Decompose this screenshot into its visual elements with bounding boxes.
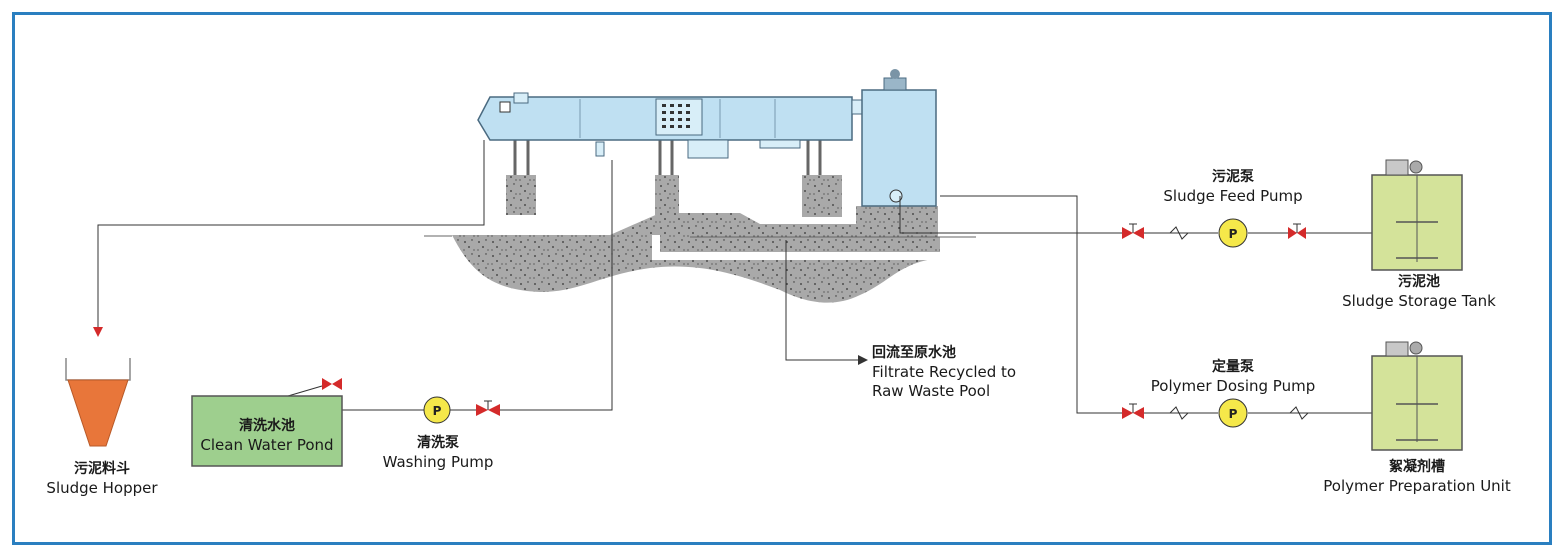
label-zh: 絮凝剂槽: [1389, 459, 1445, 475]
valve-dosing-inlet: [1122, 403, 1144, 419]
label-zh: 清洗水池: [239, 418, 295, 434]
label-en: Washing Pump: [382, 453, 494, 471]
arrow-to-filtrate-icon: [858, 355, 868, 365]
check-valve-dosing-2: [1289, 406, 1309, 420]
label-zh: 污泥料斗: [74, 461, 130, 477]
washing-pump-label: 清洗泵 Washing Pump: [370, 434, 506, 472]
washing-pump-symbol: P: [423, 396, 451, 424]
filtrate-recycle-label: 回流至原水池 Filtrate Recycled to Raw Waste Po…: [872, 344, 1016, 401]
valve-feed-inlet: [1122, 223, 1144, 239]
label-en: Sludge Storage Tank: [1342, 292, 1496, 310]
label-zh: 回流至原水池: [872, 345, 956, 361]
clean-water-pond: [191, 395, 343, 467]
label-en: Polymer Dosing Pump: [1150, 377, 1316, 395]
valve-pond-inlet: [322, 378, 342, 390]
pump-letter: P: [433, 404, 442, 418]
sludge-storage-tank: [1371, 159, 1463, 271]
polymer-dosing-pump-label: 定量泵 Polymer Dosing Pump: [1138, 358, 1328, 396]
label-zh: 清洗泵: [417, 435, 459, 451]
label-en-line2: Raw Waste Pool: [872, 382, 991, 400]
label-en: Polymer Preparation Unit: [1323, 477, 1511, 495]
polymer-dosing-pump-symbol: P: [1218, 398, 1248, 428]
check-valve-feed: [1169, 226, 1189, 240]
pump-letter: P: [1229, 407, 1238, 421]
dewatering-machine: [477, 69, 937, 207]
sludge-feed-pump-symbol: P: [1218, 218, 1248, 248]
concrete-foundation: [424, 175, 976, 303]
label-en: Sludge Hopper: [46, 479, 158, 497]
sludge-storage-tank-label: 污泥池 Sludge Storage Tank: [1334, 273, 1504, 311]
label-zh: 污泥泵: [1212, 169, 1254, 185]
label-zh: 定量泵: [1212, 359, 1254, 375]
label-zh: 污泥池: [1398, 274, 1440, 290]
label-en-line1: Filtrate Recycled to: [872, 363, 1017, 381]
label-en: Clean Water Pond: [200, 436, 334, 454]
valve-washing: [476, 400, 500, 416]
piping: [97, 140, 1372, 414]
polymer-preparation-unit-label: 絮凝剂槽 Polymer Preparation Unit: [1310, 458, 1524, 496]
label-en: Sludge Feed Pump: [1163, 187, 1303, 205]
arrow-to-hopper-icon: [93, 327, 103, 337]
sludge-hopper-label: 污泥料斗 Sludge Hopper: [30, 460, 174, 498]
clean-water-pond-label: 清洗水池 Clean Water Pond: [188, 417, 346, 455]
polymer-preparation-tank: [1371, 341, 1463, 451]
sludge-feed-pump-label: 污泥泵 Sludge Feed Pump: [1150, 168, 1316, 206]
check-valve-dosing-1: [1169, 406, 1189, 420]
sludge-hopper: [65, 358, 131, 447]
valve-feed-outlet: [1288, 223, 1306, 239]
pump-letter: P: [1229, 227, 1238, 241]
diagram-frame: [12, 12, 1552, 545]
